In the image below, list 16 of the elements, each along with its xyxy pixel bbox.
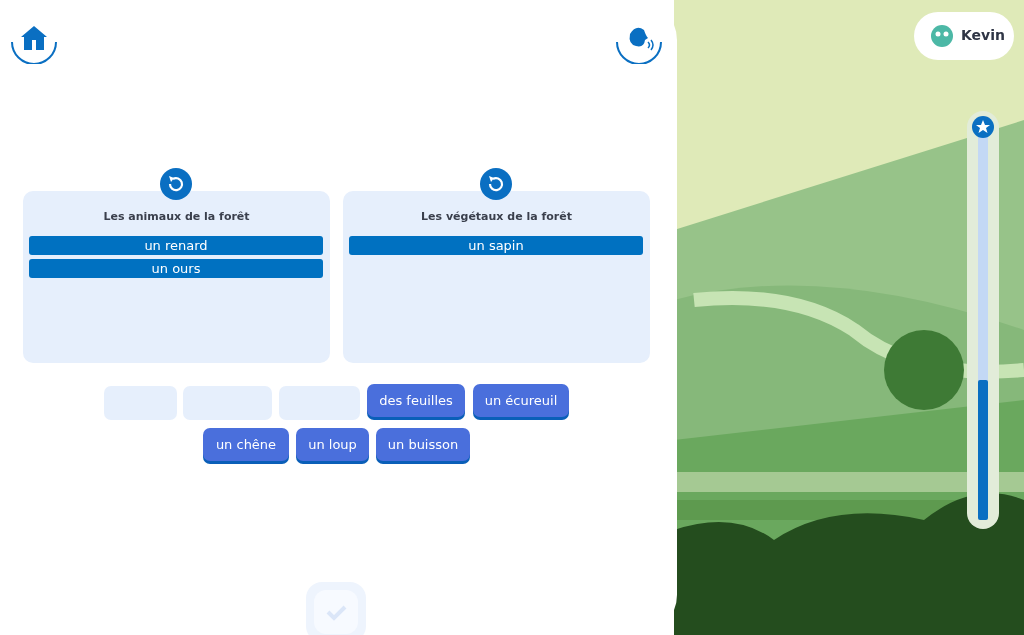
- sorted-word: un sapin: [349, 236, 643, 255]
- panel-heading: Les végétaux de la forêt: [420, 210, 573, 223]
- category-panel: [23, 191, 330, 363]
- word-tile: un loup: [296, 428, 369, 461]
- empty-slot: [183, 386, 272, 420]
- user-name: Kevin: [961, 27, 1005, 43]
- panel-heading: Les animaux de la forêt: [102, 210, 251, 223]
- category-panel: [343, 191, 650, 363]
- sorted-word: un renard: [29, 236, 323, 255]
- word-tile: un chêne: [203, 428, 289, 461]
- word-tile: des feuilles: [367, 384, 465, 417]
- empty-slot: [279, 386, 360, 420]
- word-tile: un écureuil: [473, 384, 569, 417]
- word-tile: un buisson: [376, 428, 470, 461]
- empty-slot: [104, 386, 177, 420]
- sorted-word: un ours: [29, 259, 323, 278]
